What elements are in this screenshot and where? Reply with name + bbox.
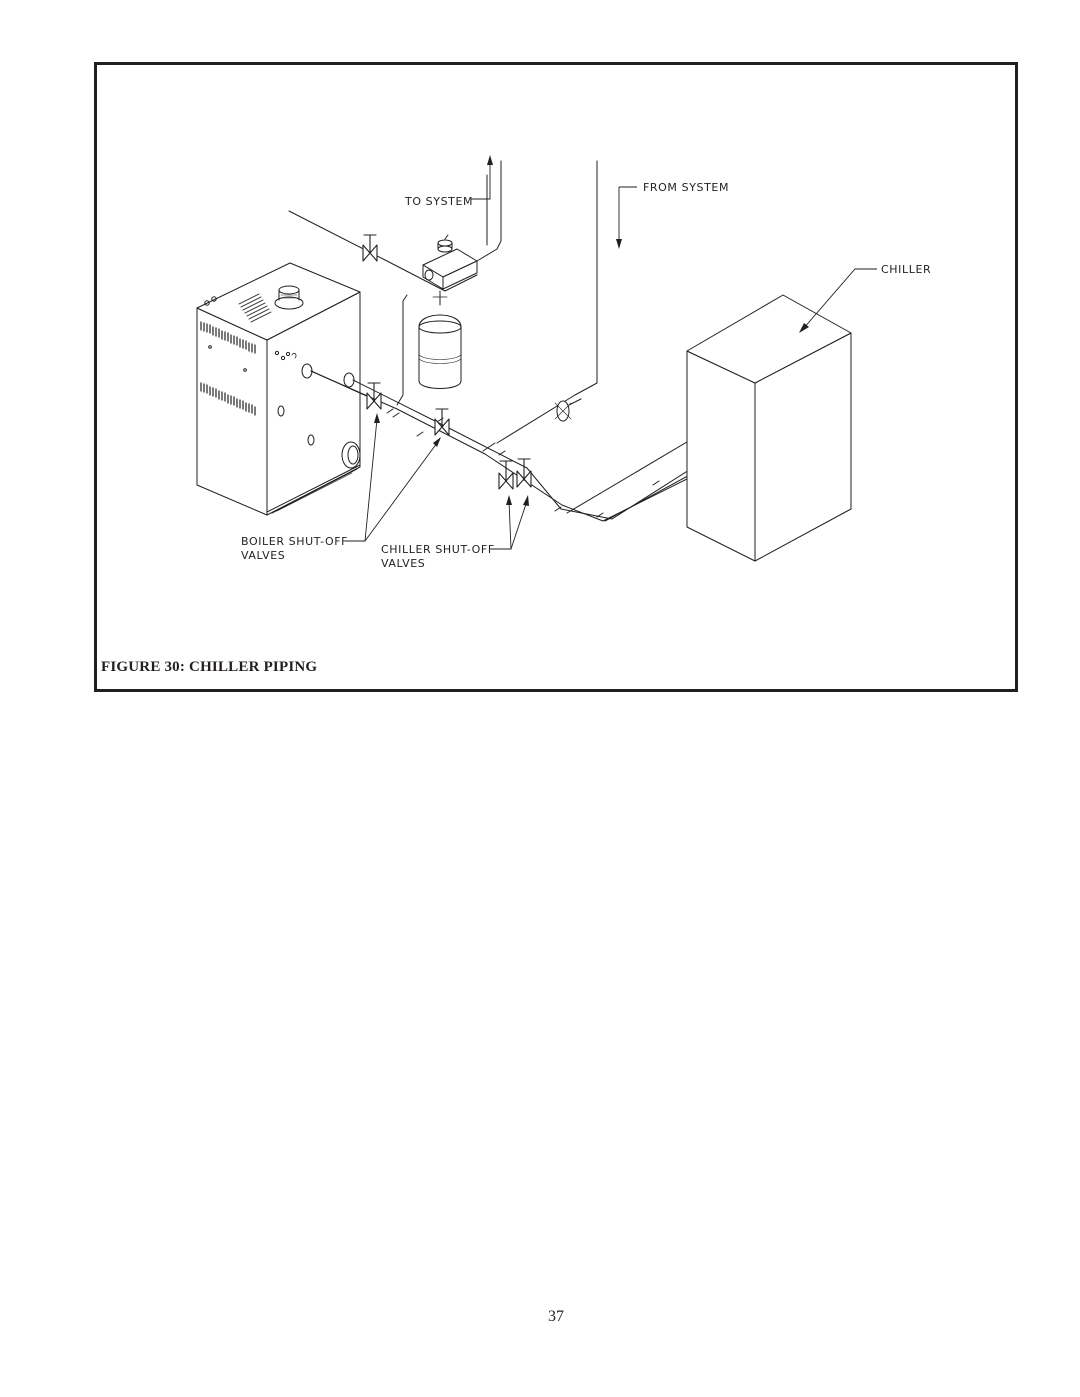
label-chiller-shutoff-line2: VALVES — [381, 557, 425, 570]
page-number: 37 — [548, 1308, 564, 1325]
boiler-shutoff-valves — [362, 234, 450, 436]
label-from-system: FROM SYSTEM — [643, 181, 729, 194]
boiler-unit — [196, 262, 361, 516]
circulator-pump — [554, 398, 582, 422]
label-boiler-shutoff-line1: BOILER SHUT-OFF — [241, 535, 348, 548]
chiller-piping-diagram: TO SYSTEM FROM SYSTEM CHILLER BOILER SHU… — [196, 155, 931, 570]
chiller-unit — [686, 294, 852, 562]
chiller-shutoff-valves — [498, 458, 532, 490]
expansion-tank — [418, 290, 462, 389]
air-separator — [422, 234, 478, 290]
leader-lines — [345, 161, 877, 550]
figure-frame: TO SYSTEM FROM SYSTEM CHILLER BOILER SHU… — [94, 62, 1018, 692]
figure-caption: FIGURE 30: CHILLER PIPING — [101, 659, 318, 675]
label-chiller-shutoff-line1: CHILLER SHUT-OFF — [381, 543, 495, 556]
label-chiller: CHILLER — [881, 263, 931, 276]
label-to-system: TO SYSTEM — [404, 195, 473, 208]
arrow-heads — [374, 155, 809, 506]
label-boiler-shutoff-line2: VALVES — [241, 549, 285, 562]
